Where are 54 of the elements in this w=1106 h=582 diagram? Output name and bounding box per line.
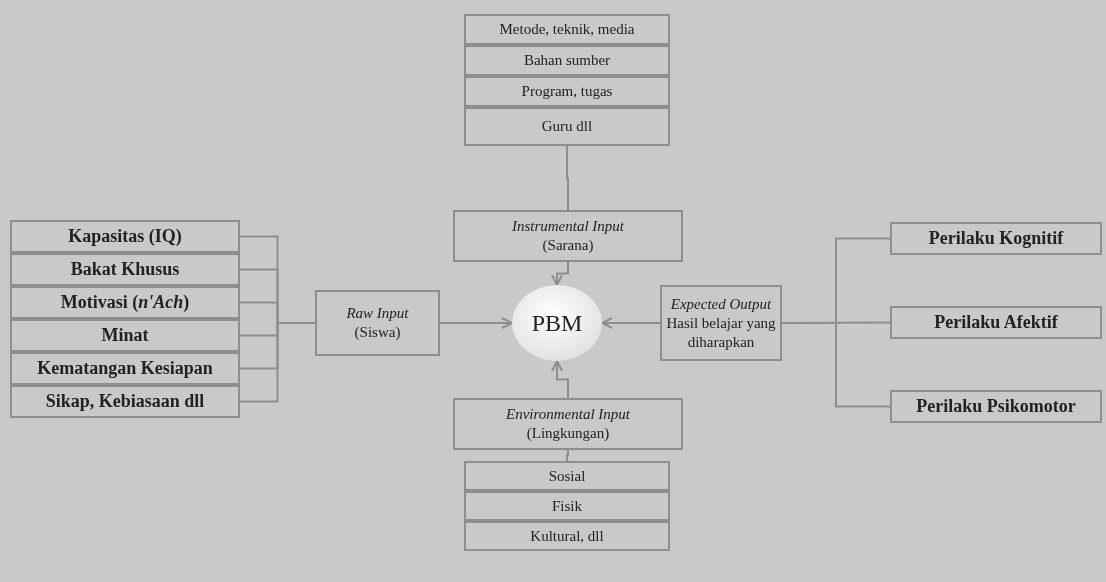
connector-line <box>239 322 316 403</box>
item-box <box>10 385 240 418</box>
node-label: Metode, teknik, media <box>499 20 635 39</box>
item-box <box>464 45 670 76</box>
node-label: Sikap, Kebiasaan dll <box>45 392 205 411</box>
node-label: Perilaku Psikomotor <box>916 397 1076 416</box>
node-label: Bakat Khusus <box>70 260 180 279</box>
input-box <box>453 210 683 262</box>
arrow <box>439 317 513 329</box>
box-text: (Lingkungan) <box>526 424 610 443</box>
box-heading: Raw Input <box>346 304 409 323</box>
item-box <box>464 107 670 146</box>
node-label: Bahan sumber <box>523 51 611 70</box>
item-box <box>10 286 240 319</box>
node-label: Kapasitas (IQ) <box>68 227 182 246</box>
item-box <box>890 306 1102 339</box>
box-text: (Sarana) <box>542 236 594 255</box>
connector-line <box>566 145 569 211</box>
item-box <box>464 14 670 45</box>
item-box <box>464 491 670 521</box>
box-text: (Siswa) <box>354 323 401 342</box>
item-box <box>10 319 240 352</box>
item-box <box>464 76 670 107</box>
node-label: Sosial <box>548 466 586 486</box>
node-label: Minat <box>101 326 149 345</box>
item-box <box>10 220 240 253</box>
item-box <box>464 461 670 491</box>
node-label: Kultural, dll <box>530 526 604 546</box>
node-label: Perilaku Kognitif <box>928 229 1064 248</box>
connector-line <box>781 322 891 408</box>
node-label: Program, tugas <box>521 82 613 101</box>
box-heading: Instrumental Input <box>511 217 625 236</box>
arrow <box>551 261 569 286</box>
box-text: Hasil belajar yang diharapkan <box>665 313 777 352</box>
item-box <box>464 521 670 551</box>
item-box <box>10 253 240 286</box>
input-box <box>315 290 440 356</box>
item-box <box>10 352 240 385</box>
node-label: Motivasi (n'Ach) <box>60 293 190 312</box>
connector-line <box>566 449 569 462</box>
node-label: Fisik <box>552 496 582 516</box>
input-box <box>660 285 782 361</box>
item-box <box>890 222 1102 255</box>
node-label: Kematangan Kesiapan <box>37 359 213 378</box>
input-box <box>453 398 683 450</box>
box-heading: Expected Output <box>670 294 772 314</box>
node-label: PBM <box>531 313 583 333</box>
arrow <box>601 317 661 329</box>
item-box <box>890 390 1102 423</box>
node-label: Perilaku Afektif <box>934 313 1058 332</box>
arrow <box>551 360 569 399</box>
node-label: Guru dll <box>541 117 593 136</box>
box-heading: Environmental Input <box>506 405 630 424</box>
center-ellipse <box>512 285 602 361</box>
